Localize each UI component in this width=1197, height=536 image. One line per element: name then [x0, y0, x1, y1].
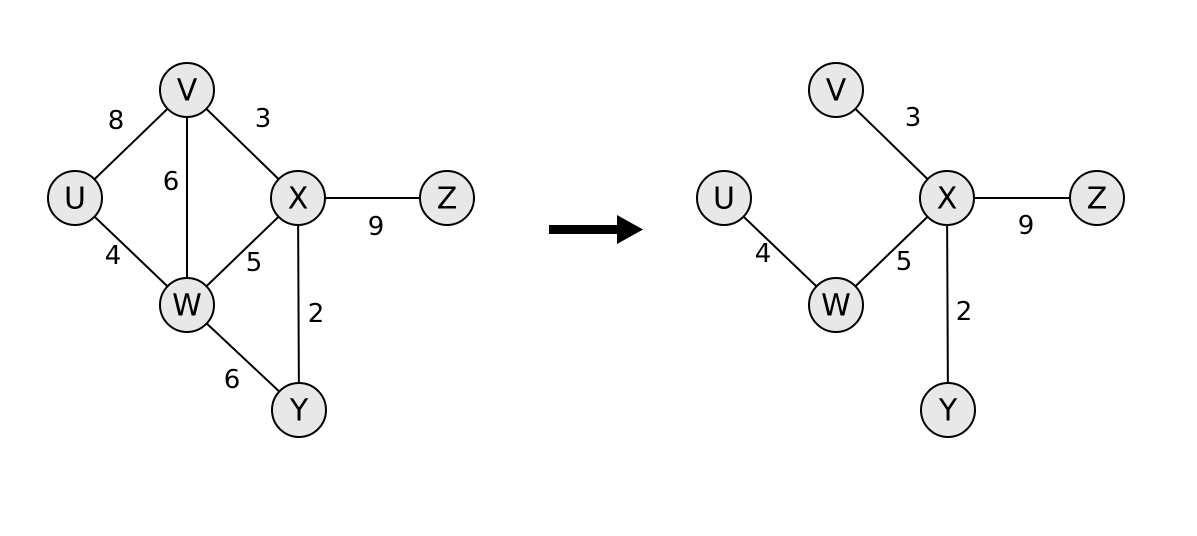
original-graph: 8 3 6 9 4 5 2 6 V U X Z W Y — [47, 62, 475, 438]
node-circle — [270, 170, 326, 226]
edge-x-y — [297, 197, 300, 411]
node-label: V — [177, 74, 198, 109]
node-label: V — [826, 74, 847, 109]
node-x: X — [270, 170, 326, 226]
node-z: Z — [419, 170, 475, 226]
node-circle — [271, 382, 327, 438]
node-label: Z — [1087, 182, 1108, 217]
node-w: W — [159, 277, 215, 333]
node-circle — [159, 62, 215, 118]
node-v: V — [159, 62, 215, 118]
node-label: Y — [938, 394, 958, 429]
edge-weight-u-w: 4 — [755, 239, 772, 269]
node-circle — [1069, 170, 1125, 226]
node-circle — [808, 277, 864, 333]
node-label: Z — [437, 182, 458, 217]
edge-weight-x-z: 9 — [1018, 211, 1035, 241]
edge-weight-x-z: 9 — [368, 212, 385, 242]
node-label: U — [64, 182, 86, 217]
edge-x-y — [946, 197, 949, 411]
edge-weight-u-w: 4 — [105, 241, 122, 271]
node-circle — [808, 62, 864, 118]
node-y: Y — [271, 382, 327, 438]
node-u: U — [696, 170, 752, 226]
node-label: W — [172, 289, 202, 324]
node-v: V — [808, 62, 864, 118]
node-label: X — [288, 182, 309, 217]
node-circle — [920, 382, 976, 438]
node-label: U — [713, 182, 735, 217]
node-circle — [419, 170, 475, 226]
node-circle — [159, 277, 215, 333]
node-z: Z — [1069, 170, 1125, 226]
node-w: W — [808, 277, 864, 333]
edge-weight-u-v: 8 — [108, 106, 125, 136]
edge-weight-v-w: 6 — [163, 167, 180, 197]
edge-weight-x-y: 2 — [956, 297, 973, 327]
edge-weight-v-x: 3 — [255, 104, 272, 134]
node-circle — [919, 170, 975, 226]
node-u: U — [47, 170, 103, 226]
node-label: Y — [289, 394, 309, 429]
node-label: X — [937, 182, 958, 217]
edge-weight-v-x: 3 — [905, 103, 922, 133]
node-circle — [696, 170, 752, 226]
edge-weight-w-x: 5 — [246, 248, 263, 278]
node-x: X — [919, 170, 975, 226]
edge-weight-w-x: 5 — [896, 247, 913, 277]
node-y: Y — [920, 382, 976, 438]
edge-weight-x-y: 2 — [308, 299, 325, 329]
minimum-spanning-tree: 3 9 4 5 2 V U X Z W Y — [696, 62, 1125, 438]
right-arrow-icon — [549, 215, 643, 244]
node-label: W — [821, 289, 851, 324]
node-circle — [47, 170, 103, 226]
edge-weight-w-y: 6 — [224, 365, 241, 395]
